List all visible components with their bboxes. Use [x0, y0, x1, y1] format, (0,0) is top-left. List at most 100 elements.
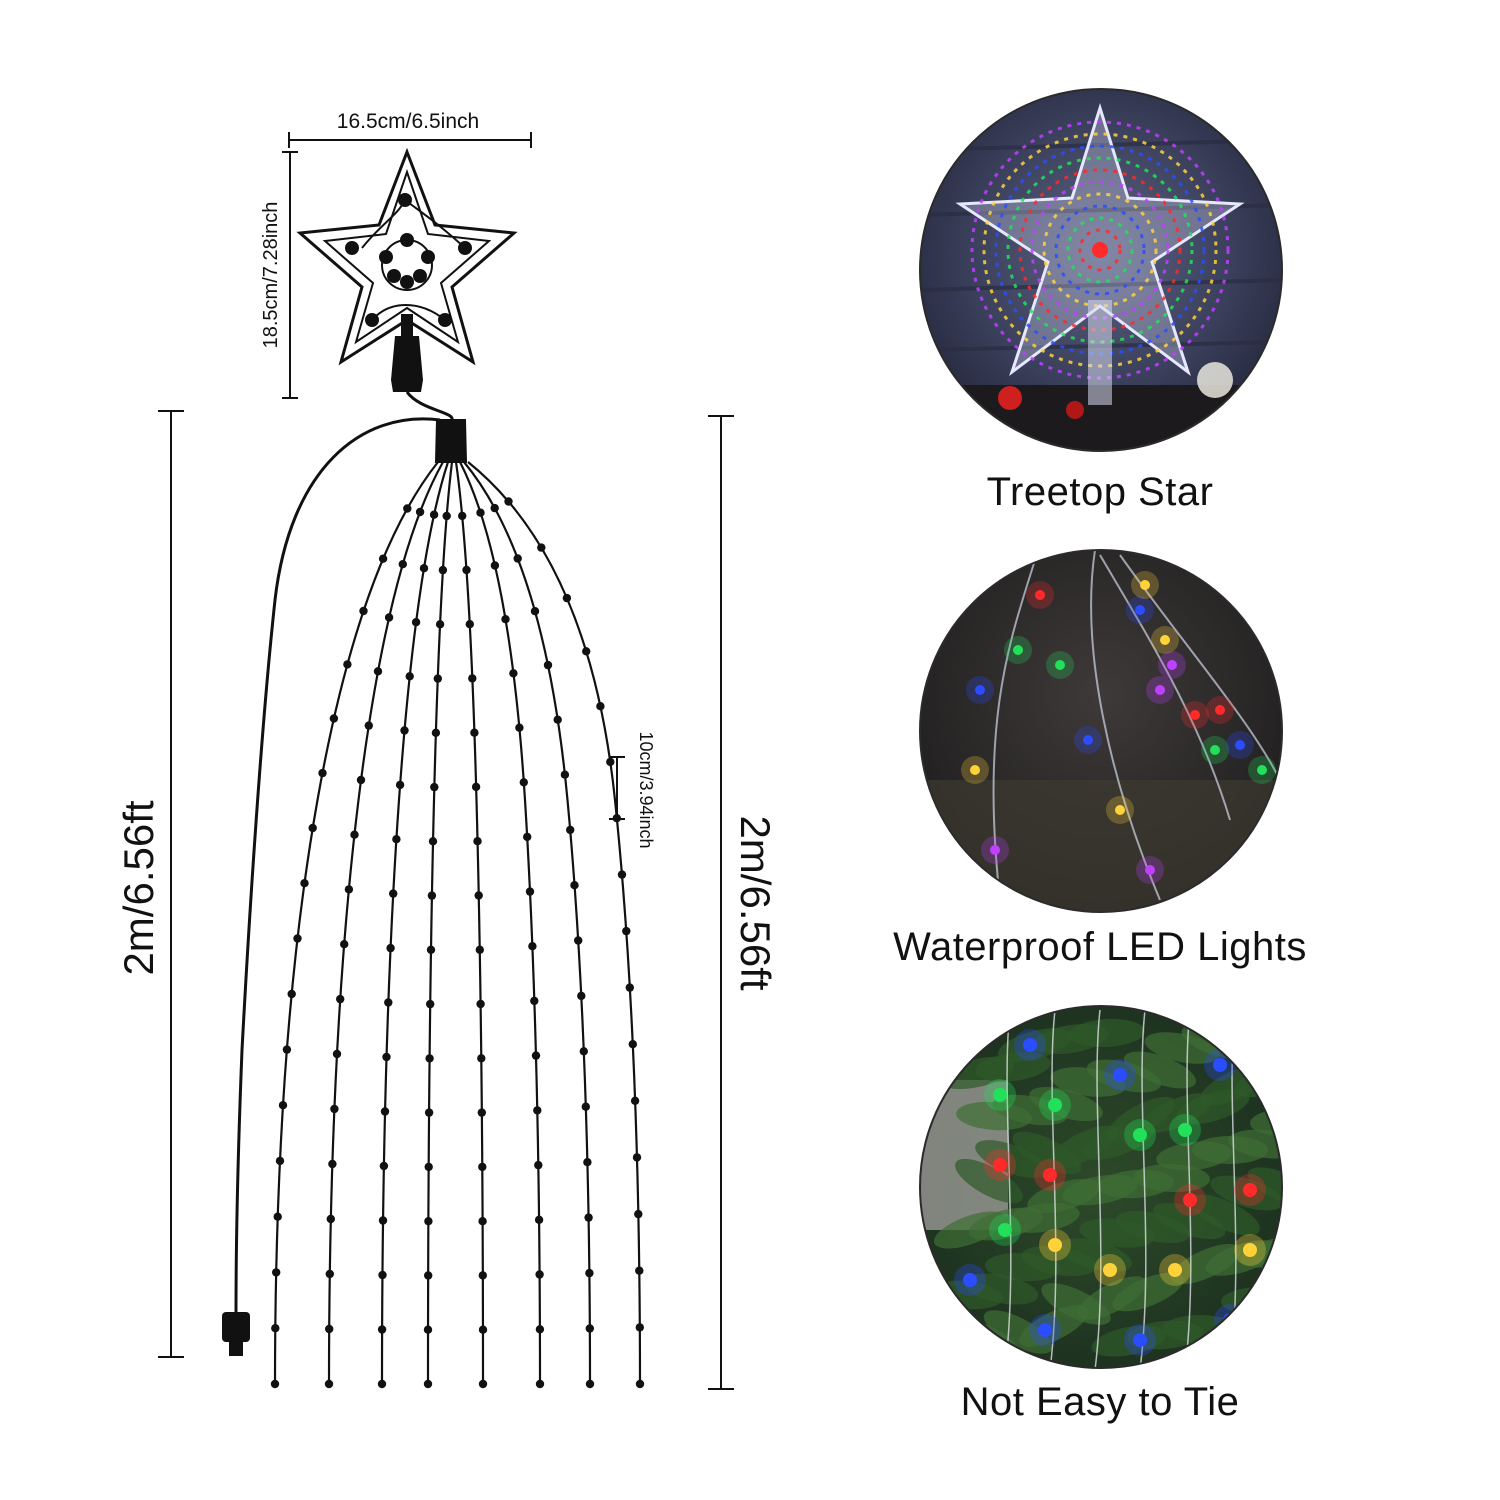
strand-led: [424, 1217, 433, 1226]
strand-led: [478, 1217, 487, 1226]
strand-led: [344, 885, 354, 894]
strand-led: [426, 945, 436, 954]
strand-wire: [467, 461, 642, 1385]
strand-led: [471, 782, 481, 792]
strand-led: [617, 870, 627, 879]
star-width-dimension-line: [288, 132, 532, 148]
strand-led: [419, 564, 429, 573]
strand-led: [386, 943, 395, 953]
strand-led: [515, 723, 524, 732]
feature-caption-treetop-star: Treetop Star: [986, 470, 1214, 514]
strand-led: [384, 998, 393, 1007]
strand-led: [478, 1162, 487, 1172]
strand-led: [530, 996, 539, 1006]
strand-led: [424, 1108, 434, 1117]
strand-led: [433, 674, 442, 683]
strand-led: [574, 936, 583, 945]
strand-led: [581, 1102, 590, 1111]
strand-led: [475, 945, 484, 954]
strand-led: [356, 775, 366, 785]
strand-led: [442, 511, 451, 521]
strand-led: [430, 782, 439, 792]
strand-led: [336, 994, 345, 1004]
strand-led: [427, 891, 437, 900]
strand-led: [628, 1040, 637, 1049]
strand-led: [519, 778, 528, 787]
strand-led: [425, 1054, 434, 1063]
light-strands: [270, 461, 645, 1389]
strand-led: [373, 667, 383, 676]
strand-led: [490, 503, 499, 513]
strand-led: [501, 615, 510, 624]
strand-led: [431, 728, 441, 737]
strand-led: [403, 504, 412, 513]
strand-led: [308, 823, 317, 833]
strand-led: [625, 983, 634, 992]
strand-led: [528, 942, 537, 951]
power-plug: [222, 1312, 250, 1356]
strand-led: [275, 1156, 285, 1166]
strand-led: [535, 1379, 545, 1389]
strand-led: [384, 613, 394, 622]
strand-led: [378, 1216, 388, 1225]
strand-wire: [459, 461, 542, 1385]
strand-led: [423, 1325, 433, 1334]
star-base-connector: [391, 314, 423, 392]
strand-led: [562, 593, 572, 603]
strand-led: [612, 814, 621, 823]
strand-led: [478, 1271, 487, 1280]
star-led: [398, 193, 412, 207]
strand-led: [377, 1379, 387, 1389]
strand-led: [560, 770, 570, 779]
strand-led: [473, 837, 482, 846]
strand-led: [324, 1379, 334, 1389]
strand-led: [382, 1052, 391, 1062]
strand-led: [415, 507, 425, 517]
strand-led: [606, 757, 615, 767]
strand-led: [585, 1268, 594, 1278]
star-led: [387, 269, 401, 283]
strand-led: [392, 835, 401, 844]
strand-led: [537, 543, 546, 552]
strand-led: [584, 1213, 593, 1222]
strand-led: [438, 565, 448, 575]
strand-wire: [426, 461, 454, 1385]
strand-led: [300, 879, 309, 888]
strand-led: [435, 620, 445, 629]
strand-led: [523, 832, 532, 842]
strand-led: [340, 940, 349, 949]
strand-led: [570, 881, 579, 890]
strand-led: [585, 1324, 594, 1333]
strand-led: [583, 1158, 592, 1167]
strand-led: [325, 1324, 334, 1334]
strand-led: [278, 1101, 288, 1110]
strand-led: [504, 497, 513, 506]
strand-led: [468, 674, 477, 683]
star-height-label: 18.5cm/7.28inch: [260, 202, 282, 349]
strand-led: [423, 1379, 433, 1389]
strand-led: [270, 1379, 280, 1389]
strand-led: [282, 1045, 292, 1054]
strand-wire: [454, 461, 485, 1385]
tree-lights-photo: [920, 1006, 1282, 1368]
strand-led: [424, 1162, 433, 1172]
strand-led: [582, 647, 591, 656]
strand-led: [585, 1379, 595, 1389]
strand-led: [513, 554, 522, 563]
strand-led: [535, 1325, 545, 1334]
strand-hub: [434, 419, 468, 463]
strand-led: [332, 1049, 342, 1059]
strand-led: [462, 565, 471, 575]
strand-led: [378, 1270, 387, 1280]
strand-led: [318, 768, 327, 778]
strand-led: [635, 1323, 644, 1332]
strand-led: [364, 721, 373, 730]
strand-led: [273, 1212, 282, 1221]
strand-led: [380, 1107, 390, 1116]
strand-led: [490, 561, 500, 570]
strand-led: [405, 672, 414, 681]
strand-led: [379, 1161, 389, 1171]
led-spacing-label: 10cm/3.94inch: [636, 731, 656, 848]
strand-led: [476, 999, 485, 1009]
